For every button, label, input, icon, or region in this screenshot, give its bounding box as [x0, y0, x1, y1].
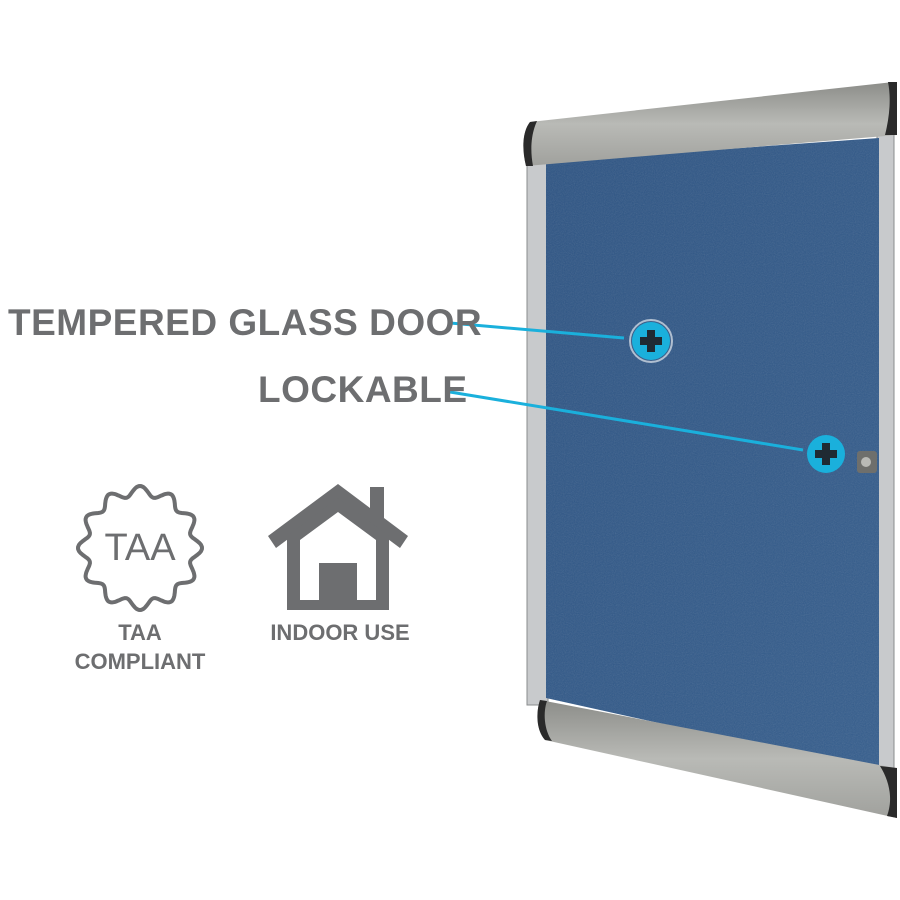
seal-text: TAA [104, 527, 176, 569]
left-frame [526, 159, 549, 706]
callout-lockable: LOCKABLE [258, 369, 468, 410]
plus-icon[interactable] [629, 319, 673, 363]
top-rail [523, 82, 897, 166]
taa-caption: TAA COMPLIANT [50, 618, 230, 676]
taa-caption-line1: TAA [118, 620, 162, 645]
seal-icon [75, 483, 205, 613]
bottom-rail [537, 700, 897, 818]
plus-icon[interactable] [807, 435, 845, 473]
taa-caption-line2: COMPLIANT [74, 649, 206, 674]
indoor-use-caption: INDOOR USE [270, 620, 410, 645]
house-icon [268, 484, 408, 610]
right-frame [876, 129, 895, 781]
callout-tempered-glass-door: TEMPERED GLASS DOOR [8, 302, 483, 343]
